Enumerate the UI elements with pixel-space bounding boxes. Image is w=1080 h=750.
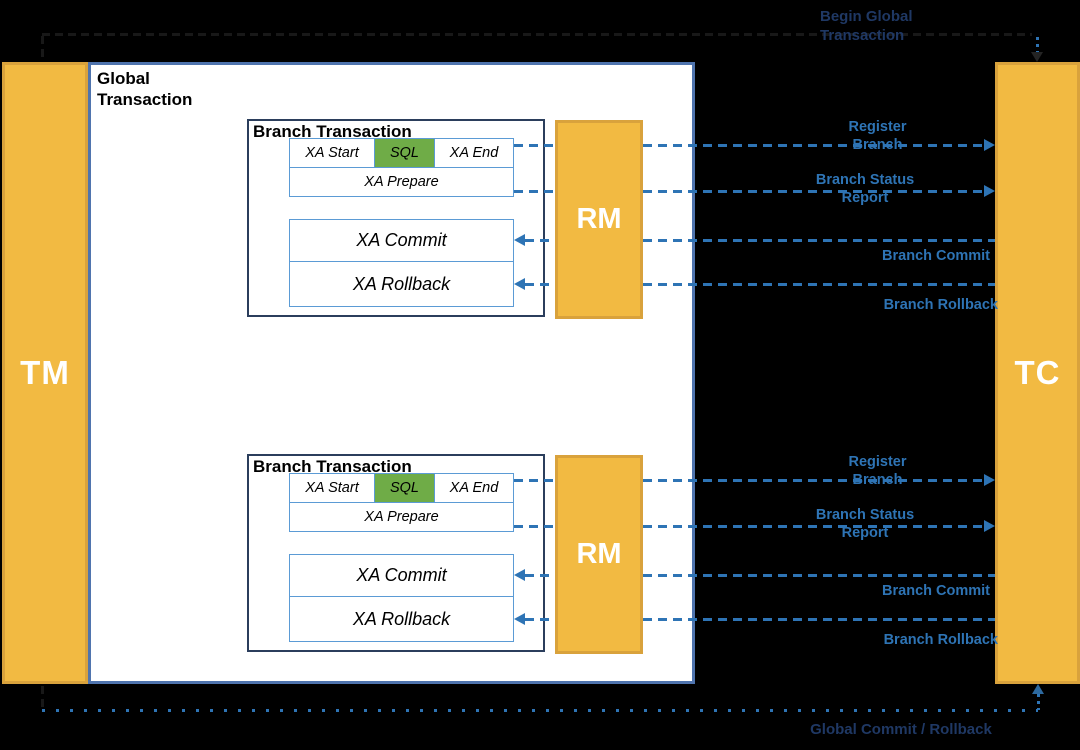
rm-box: RM: [555, 120, 643, 319]
register-branch-line1: Register: [848, 454, 907, 470]
bottom-flow-arrowhead-icon: [1032, 684, 1044, 694]
branch-commit-arrow-segment: [643, 239, 995, 242]
branch-rollback-arrow-segment: [525, 618, 555, 621]
top-flow-arrowhead-icon: [1031, 52, 1043, 62]
branch-rollback-arrow-segment: [525, 283, 555, 286]
branch-status-line2: Report: [841, 190, 889, 206]
register-branch-line1: Register: [848, 119, 907, 135]
branch-commit-arrowhead-icon: [514, 234, 525, 246]
branch-status-line2: Report: [841, 525, 889, 541]
xa-prepare-box: XA Prepare: [289, 167, 514, 197]
tm-bar: TM: [2, 62, 88, 684]
begin-global-transaction-line2: Transaction: [820, 27, 905, 44]
register-branch-label: Register Branch: [810, 118, 945, 154]
branch-status-report-label: Branch Status Report: [795, 171, 935, 207]
sql-box: SQL: [373, 473, 436, 503]
tc-bar: TC: [995, 62, 1080, 684]
xa-start-row: XA Start SQL XA End: [289, 473, 514, 503]
xa-start-box: XA Start: [289, 138, 375, 168]
begin-global-transaction-line1: Begin Global: [820, 8, 913, 25]
xa-commit-box: XA Commit: [289, 219, 514, 262]
branch-status-arrow-segment: [514, 525, 555, 528]
branch-status-arrowhead-icon: [984, 185, 995, 197]
global-commit-rollback-label: Global Commit / Rollback: [810, 721, 992, 738]
global-transaction-title: Global Transaction: [97, 68, 192, 110]
global-title-line1: Global: [97, 69, 150, 88]
branch-commit-arrow-segment: [643, 574, 995, 577]
branch-rollback-arrowhead-icon: [514, 278, 525, 290]
bottom-flow-connector-right: [1037, 694, 1040, 710]
branch-rollback-arrow-segment: [643, 283, 995, 286]
tc-label: TC: [1014, 354, 1061, 391]
branch-commit-arrowhead-icon: [514, 569, 525, 581]
branch-status-arrow-segment: [643, 190, 984, 193]
register-branch-arrowhead-icon: [984, 474, 995, 486]
sql-box: SQL: [373, 138, 436, 168]
branch-transaction-title: Branch Transaction: [253, 122, 412, 141]
branch-commit-arrow-segment: [525, 239, 555, 242]
bottom-flow-connector-left: [41, 686, 44, 708]
branch-status-line1: Branch Status: [815, 507, 915, 523]
branch-commit-label: Branch Commit: [882, 248, 990, 264]
global-title-line2: Transaction: [97, 90, 193, 109]
xa-end-box: XA End: [434, 473, 514, 503]
branch-status-line1: Branch Status: [815, 172, 915, 188]
xa-rollback-box: XA Rollback: [289, 596, 514, 642]
register-branch-arrowhead-icon: [984, 139, 995, 151]
xa-end-box: XA End: [434, 138, 514, 168]
branch-transaction-title: Branch Transaction: [253, 457, 412, 476]
branch-status-arrow-segment: [514, 190, 555, 193]
begin-global-transaction-label: Begin Global Transaction: [820, 7, 913, 45]
branch-rollback-label: Branch Rollback: [883, 297, 998, 313]
xa-start-box: XA Start: [289, 473, 375, 503]
rm-label: RM: [576, 538, 622, 570]
top-flow-line: [42, 33, 1032, 36]
branch-status-report-label: Branch Status Report: [795, 506, 935, 542]
top-flow-connector-right: [1036, 37, 1039, 53]
xa-start-row: XA Start SQL XA End: [289, 138, 514, 168]
branch-rollback-arrow-segment: [643, 618, 995, 621]
top-flow-connector-left: [41, 36, 44, 62]
xa-rollback-box: XA Rollback: [289, 261, 514, 307]
branch-commit-label: Branch Commit: [882, 583, 990, 599]
rm-box: RM: [555, 455, 643, 654]
branch-commit-arrow-segment: [525, 574, 555, 577]
register-branch-arrow-segment: [514, 144, 555, 147]
register-branch-line2: Branch: [852, 137, 903, 153]
register-branch-line2: Branch: [852, 472, 903, 488]
branch-status-arrowhead-icon: [984, 520, 995, 532]
xa-commit-box: XA Commit: [289, 554, 514, 597]
register-branch-arrow-segment: [514, 479, 555, 482]
branch-status-arrow-segment: [643, 525, 984, 528]
bottom-flow-line: [42, 709, 1038, 712]
rm-label: RM: [576, 203, 622, 235]
tm-label: TM: [20, 354, 70, 391]
register-branch-label: Register Branch: [810, 453, 945, 489]
xa-prepare-box: XA Prepare: [289, 502, 514, 532]
register-branch-arrow-segment: [643, 479, 984, 482]
branch-rollback-arrowhead-icon: [514, 613, 525, 625]
register-branch-arrow-segment: [643, 144, 984, 147]
branch-rollback-label: Branch Rollback: [883, 632, 998, 648]
branch-1-layer: Branch Transaction XA Start SQL XA End X…: [0, 119, 1080, 324]
branch-2-layer: Branch Transaction XA Start SQL XA End X…: [0, 454, 1080, 659]
